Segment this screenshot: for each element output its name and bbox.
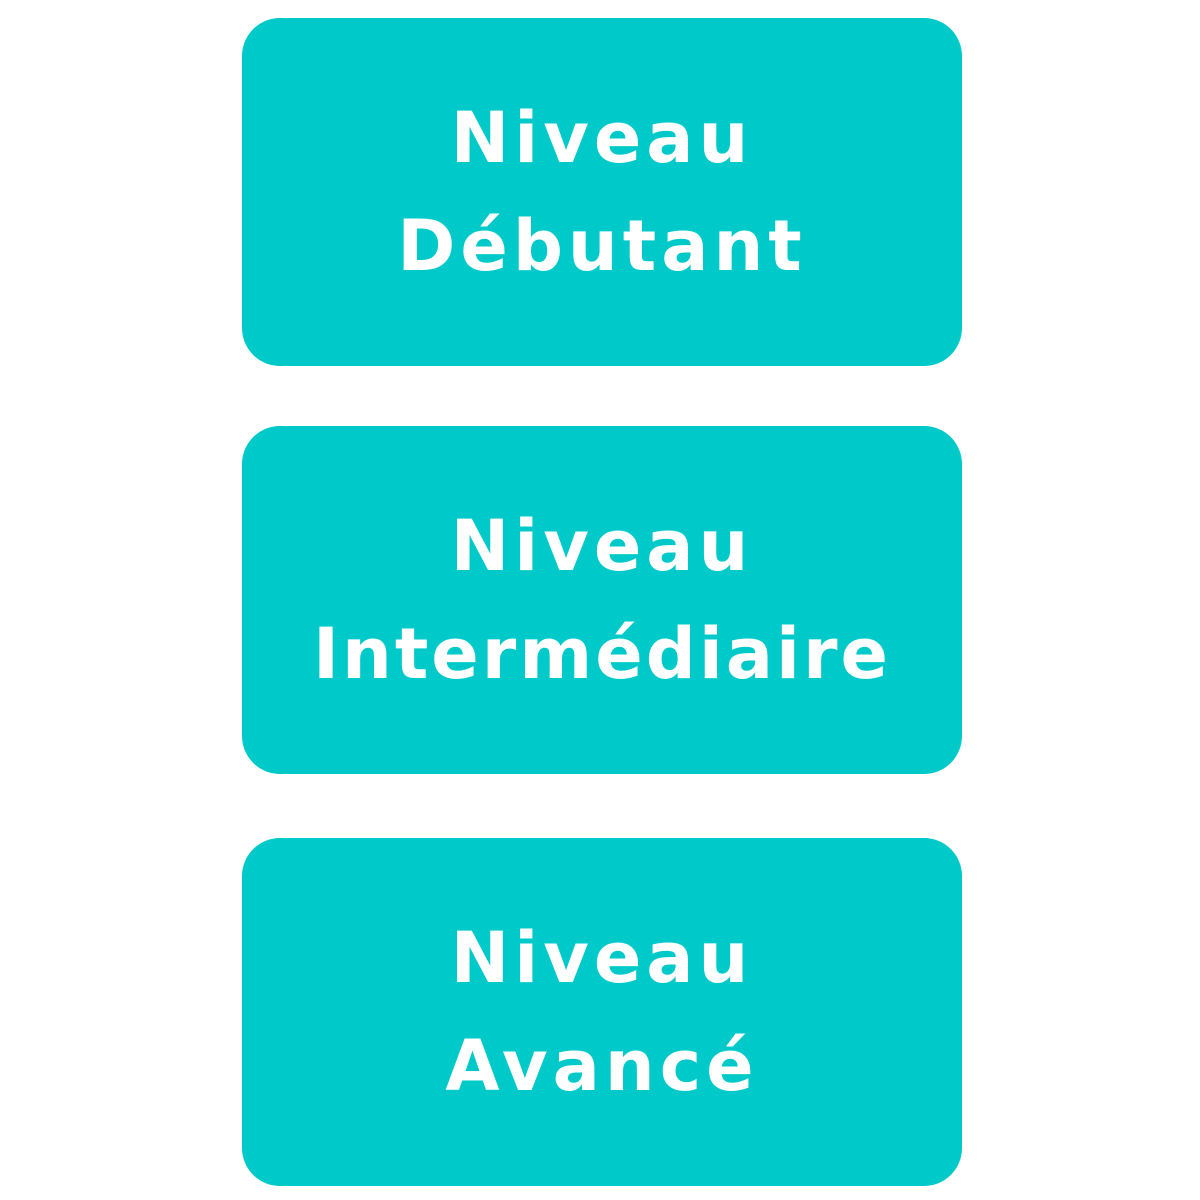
level-advanced-button[interactable]: Niveau Avancé — [242, 838, 962, 1186]
level-advanced-title: Niveau — [450, 917, 754, 999]
level-beginner-button[interactable]: Niveau Débutant — [242, 18, 962, 366]
level-beginner-label: Débutant — [397, 205, 807, 287]
level-beginner-title: Niveau — [450, 97, 754, 179]
level-intermediate-title: Niveau — [450, 505, 754, 587]
level-advanced-label: Avancé — [445, 1025, 759, 1107]
level-intermediate-label: Intermédiaire — [312, 613, 892, 695]
level-intermediate-button[interactable]: Niveau Intermédiaire — [242, 426, 962, 774]
